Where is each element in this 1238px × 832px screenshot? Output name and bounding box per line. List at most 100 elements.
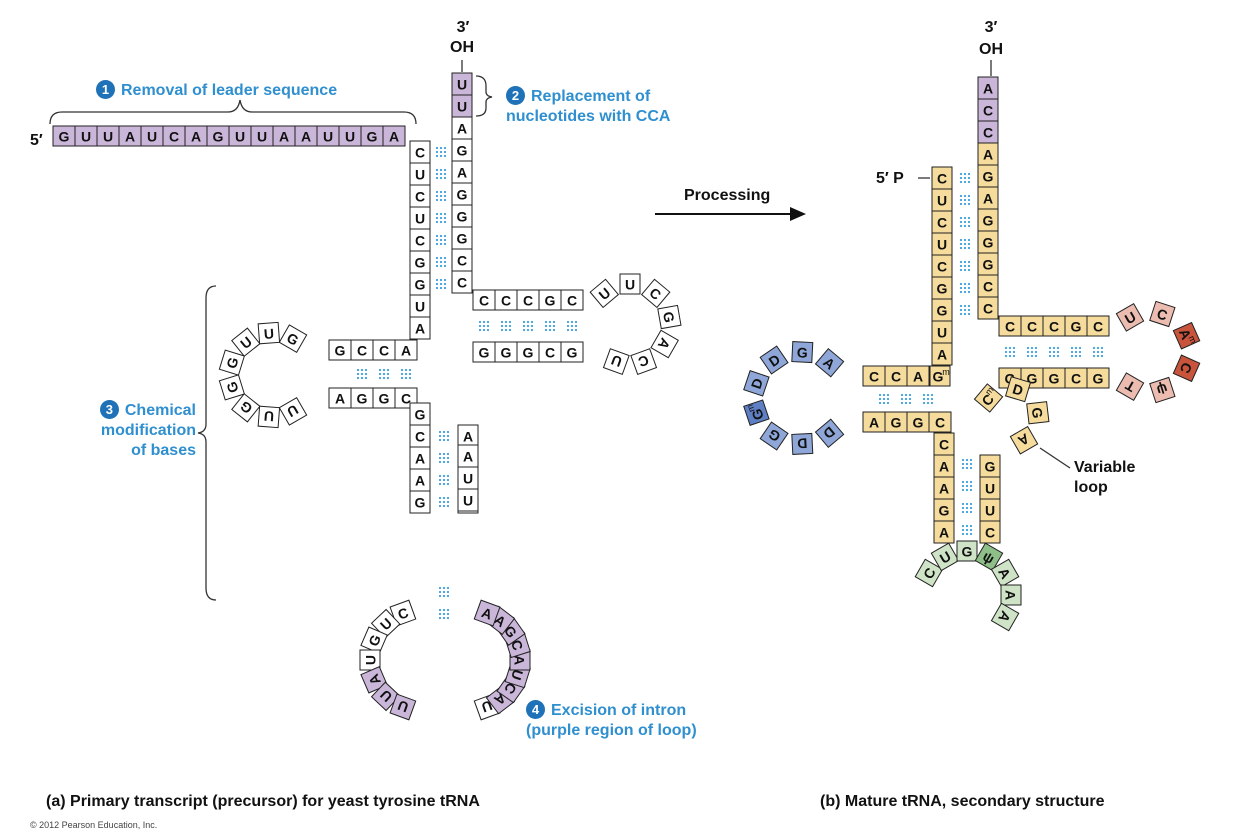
b-d-loop-6: D (791, 432, 814, 455)
b-anticodon5-2: A (933, 476, 955, 500)
a-anticodon5-2-letter: A (415, 451, 425, 467)
b-d-arm-bottom-0: A (862, 411, 886, 433)
a-d-arm-bottom-2-letter: G (379, 391, 390, 407)
oh-label-a: OH (450, 39, 474, 56)
b-anticodon3-2: U (979, 498, 1001, 522)
a-acceptor3-2: A (451, 116, 473, 140)
processing-arrow-head (790, 207, 806, 221)
b-t-arm-top-3-letter: G (1071, 319, 1082, 335)
b-t-arm-top-4: C (1086, 315, 1110, 337)
a-d-arm-bottom-0-letter: A (335, 391, 345, 407)
a-t-pair-0 (478, 320, 490, 332)
a-t-pair-3 (544, 320, 556, 332)
a-t-arm-top-1: C (494, 289, 518, 311)
b-anticodon-pair-1 (961, 480, 973, 492)
a-t-arm-top-0: C (472, 289, 496, 311)
a-d-loop-5: G (231, 393, 261, 423)
leader-base-11-letter: A (301, 129, 311, 145)
b-t-arm-bottom-4-letter: G (1093, 371, 1104, 387)
a-acceptor5-2-letter: C (415, 189, 425, 205)
a-acceptor3-8-letter: C (457, 253, 467, 269)
a-t-loop-0: U (589, 278, 620, 309)
a-anticodon-pair-2 (438, 474, 450, 486)
a-anticodon-pair-3 (438, 496, 450, 508)
a-t-arm-top-2: C (516, 289, 540, 311)
a-anticodon3-2: U (457, 488, 479, 512)
b-anticodon3-2-letter: U (985, 503, 995, 519)
b-anticodon-loop-2: G (956, 540, 978, 562)
cca-bracket (475, 75, 493, 117)
b-d-arm-bottom-1-letter: G (891, 415, 902, 431)
b-d-loop-4: Gm (743, 399, 770, 426)
b-d-loop-2: D (759, 345, 789, 375)
b-acceptor3-1-letter: C (983, 103, 993, 119)
step-2-number: 2 (506, 86, 525, 105)
a-t-loop-1-letter: U (625, 277, 635, 293)
leader-base-0: G (52, 125, 76, 147)
a-acceptor3-3-letter: G (457, 143, 468, 159)
a-acceptor5-5-letter: G (415, 255, 426, 271)
step-3-number: 3 (99, 400, 119, 419)
a-variable-0-letter: A (463, 429, 473, 445)
a-t-arm-top-2-letter: C (523, 293, 533, 309)
a-t-arm-bottom-0-letter: G (479, 345, 490, 361)
a-acceptor3-2-letter: A (457, 121, 467, 137)
leader-base-14-letter: G (367, 129, 378, 145)
b-t-arm-bottom-2-letter: G (1049, 371, 1060, 387)
b-t-loop-1: C (1149, 300, 1176, 328)
b-d-arm-top-1-letter: C (891, 369, 901, 385)
b-acceptor3-0: A (977, 76, 999, 100)
a-acceptor3-0-letter: U (457, 77, 467, 93)
a-anticodon5-0-letter: G (415, 407, 426, 423)
b-d-loop-7: D (814, 418, 845, 449)
b-t-loop-2: Am (1172, 321, 1201, 350)
a-t-loop-1: U (619, 273, 641, 295)
b-anticodon-loop-1: U (930, 542, 960, 572)
b-t-arm-bottom-3-letter: C (1071, 371, 1081, 387)
a-d-arm-top-2-letter: C (379, 343, 389, 359)
a-acceptor5-3-letter: U (415, 211, 425, 227)
b-acceptor5-7: U (931, 320, 953, 344)
leader-base-10: A (272, 125, 296, 147)
b-d-loop-5: G (759, 421, 789, 451)
a-t-arm-bottom-4: G (560, 341, 584, 363)
b-anticodon5-3: G (933, 498, 955, 522)
a-t-loop-6: U (602, 348, 630, 376)
b-t-arm-top-2-letter: C (1049, 319, 1059, 335)
a-acceptor5-6: G (409, 272, 431, 296)
b-acceptor-pair-3 (959, 238, 971, 250)
b-t-arm-top-0-letter: C (1005, 319, 1015, 335)
a-acceptor3-5: G (451, 182, 473, 206)
b-anticodon-loop-6: A (990, 602, 1020, 632)
b-d-pair-1 (900, 393, 912, 405)
a-anticodon5-4-letter: G (415, 495, 426, 511)
oh-label-b: OH (979, 41, 1003, 58)
caption-a: (a) Primary transcript (precursor) for y… (46, 793, 480, 810)
a-acceptor5-0-letter: C (415, 145, 425, 161)
a-t-arm-bottom-4-letter: G (567, 345, 578, 361)
a-t-loop-4: A (650, 329, 679, 359)
b-t-loop-2-mod: m (1187, 334, 1199, 345)
b-acceptor5-3-letter: U (937, 237, 947, 253)
b-acceptor3-10: C (977, 296, 999, 320)
a-d-arm-top-3-letter: A (401, 343, 411, 359)
b-t-arm-bottom-4: G (1086, 367, 1110, 389)
b-acceptor5-7-letter: U (937, 325, 947, 341)
a-acceptor5-8-letter: A (415, 321, 425, 337)
b-t-pair-3 (1070, 346, 1082, 358)
a-t-arm-top-4-letter: C (567, 293, 577, 309)
b-anticodon3-1-letter: U (985, 481, 995, 497)
b-acceptor3-8: G (977, 252, 999, 276)
b-acceptor3-6-letter: G (983, 213, 994, 229)
b-acceptor5-4-letter: C (937, 259, 947, 275)
b-variable-1-letter: D (1011, 381, 1025, 399)
a-acceptor5-0: C (409, 140, 431, 164)
leader-base-4: U (140, 125, 164, 147)
a-intron-left-3-letter: U (363, 655, 379, 665)
leader-base-11: A (294, 125, 318, 147)
b-d-loop-3: D (743, 370, 770, 397)
five-prime-label-a: 5′ (30, 132, 43, 149)
a-t-loop-3: G (657, 304, 682, 330)
leader-base-8-letter: U (235, 129, 245, 145)
a-d-pair-1 (378, 368, 390, 380)
